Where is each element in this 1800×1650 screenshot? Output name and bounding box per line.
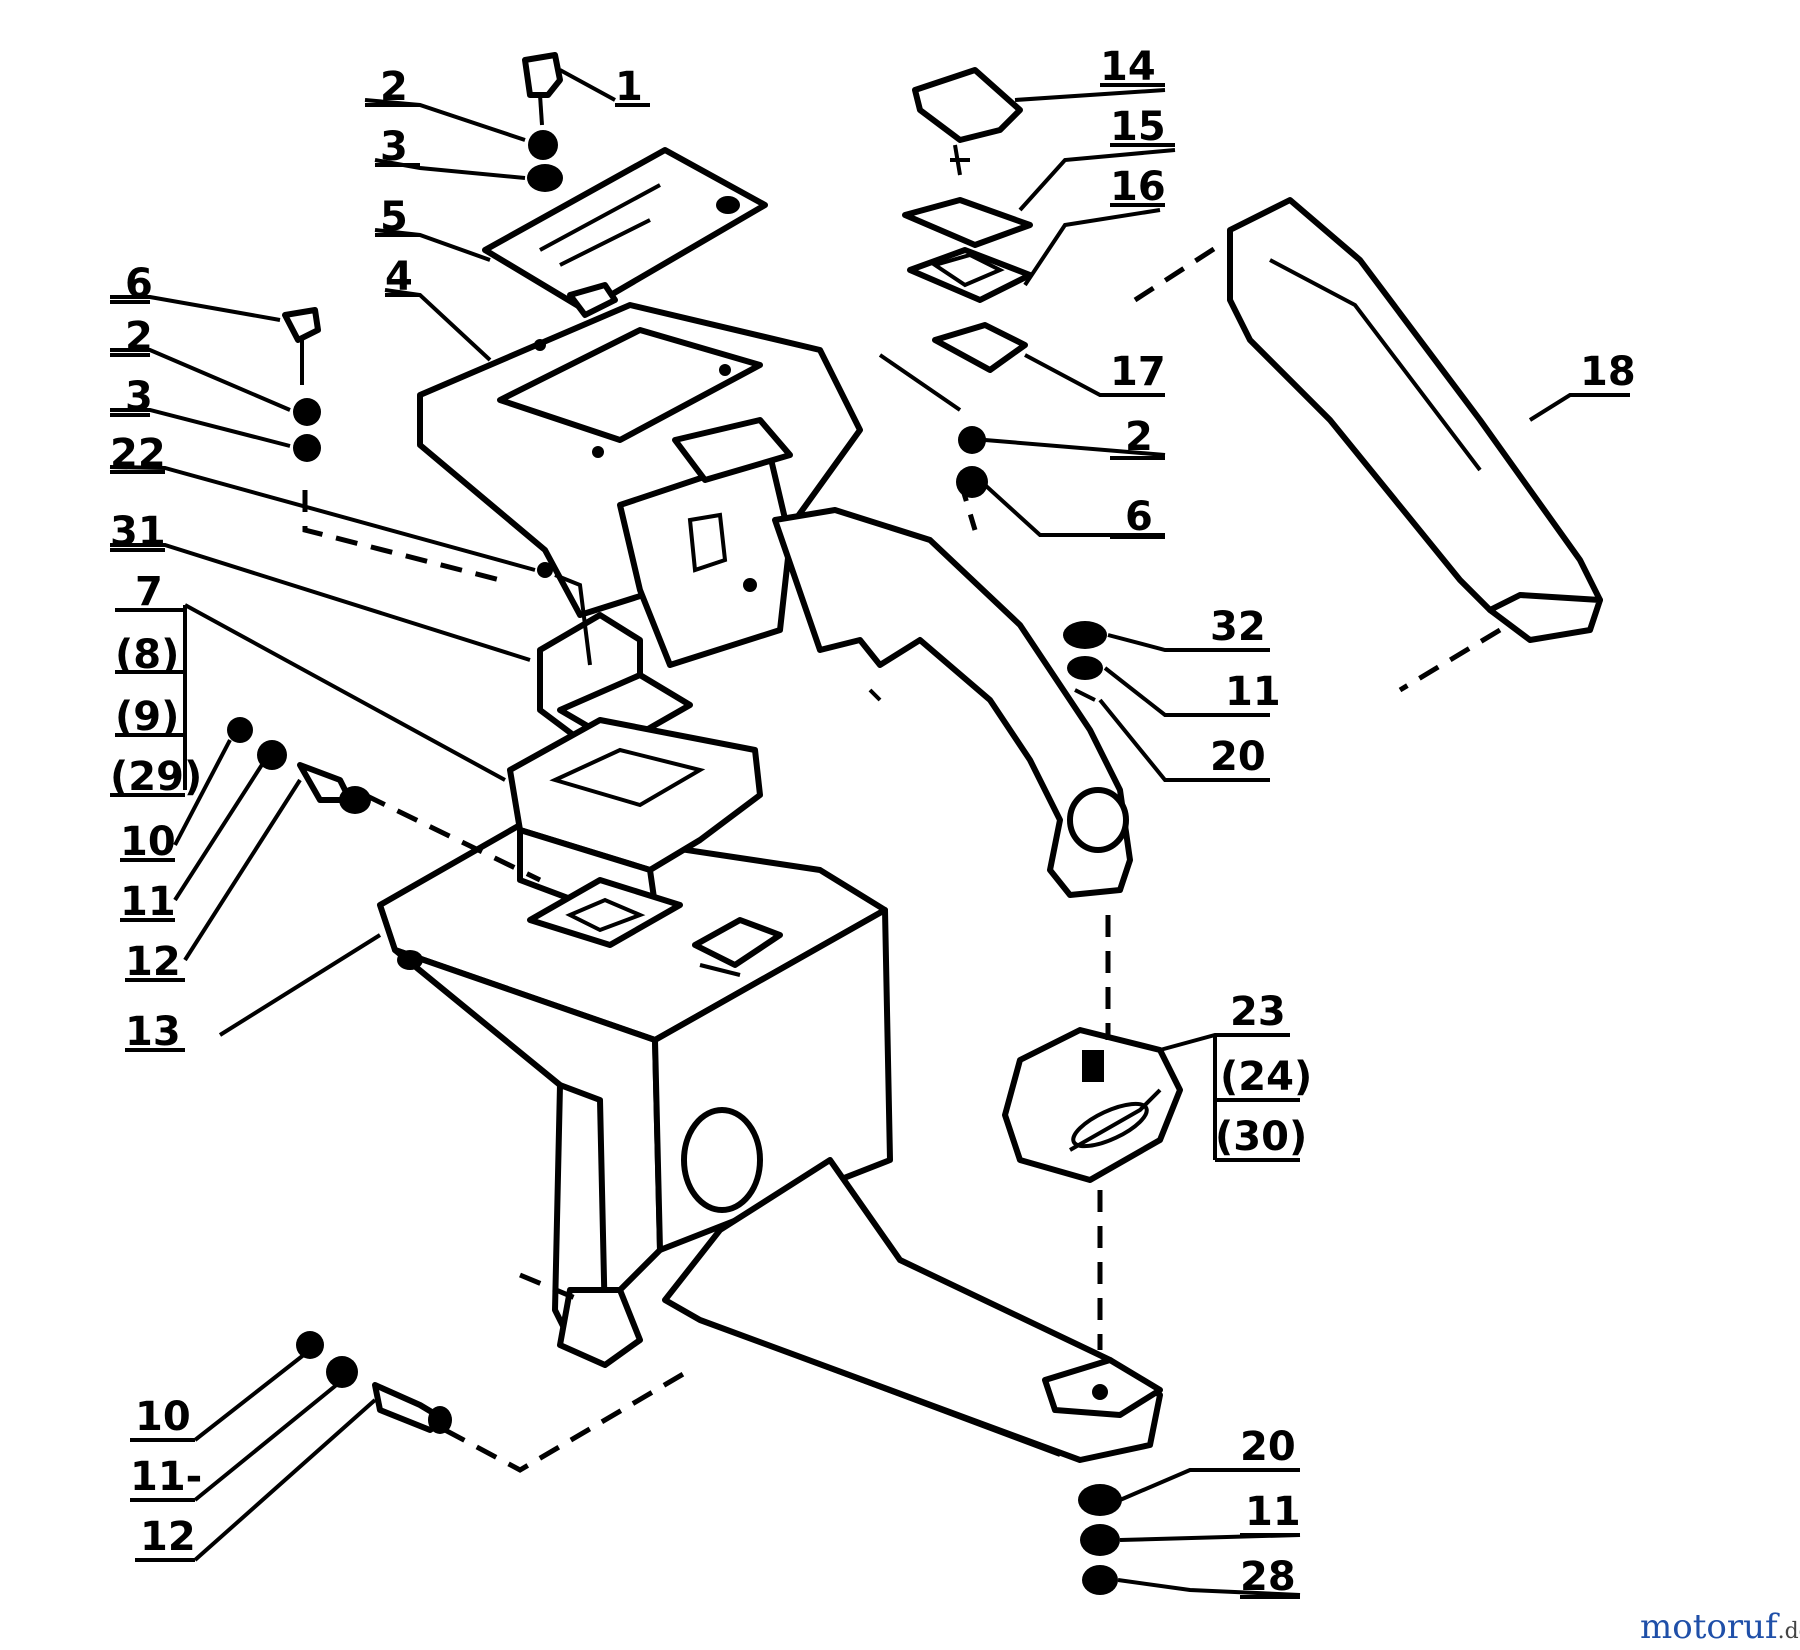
callout-11-right: 11 xyxy=(1225,669,1281,715)
callout-17: 17 xyxy=(1110,349,1166,395)
hardware xyxy=(227,52,1122,1595)
callout-28: 28 xyxy=(1240,1554,1296,1600)
lower-arm xyxy=(557,1157,1163,1463)
damper-block xyxy=(507,717,763,948)
callout-20-bottom: 20 xyxy=(1240,1424,1296,1470)
watermark-brand: motoruf xyxy=(1640,1607,1780,1647)
callout-29: (29) xyxy=(110,754,202,800)
watermark-logo: motoruf.de xyxy=(1640,1607,1800,1647)
callout-10-upper: 10 xyxy=(120,819,176,865)
callout-30: (30) xyxy=(1215,1114,1307,1160)
callout-2-top: 2 xyxy=(380,64,408,110)
svg-text:motoruf.de: motoruf.de xyxy=(1640,1607,1800,1647)
callout-13: 13 xyxy=(125,1009,181,1055)
callout-2-left: 2 xyxy=(125,314,153,360)
callout-2-right: 2 xyxy=(1125,414,1153,460)
callout-18: 18 xyxy=(1580,349,1636,395)
handle-bar xyxy=(772,507,1133,898)
callout-5: 5 xyxy=(380,194,408,240)
callout-32: 32 xyxy=(1210,604,1266,650)
cover-part xyxy=(1227,197,1603,643)
callout-14: 14 xyxy=(1100,44,1156,90)
damper-mount-23 xyxy=(1002,1027,1183,1183)
callout-labels: 1 2 3 5 4 6 2 3 22 31 7 (8) (9) (29) 10 … xyxy=(110,44,1636,1600)
alignment-lines xyxy=(302,242,1502,1473)
callout-underlines xyxy=(110,83,1630,1599)
callout-22: 22 xyxy=(110,431,166,477)
callout-6-left: 6 xyxy=(125,261,153,307)
watermark-suffix: .de xyxy=(1778,1619,1800,1644)
callout-11-lower: 11- xyxy=(130,1454,202,1500)
callout-4: 4 xyxy=(385,254,413,300)
callout-1: 1 xyxy=(615,64,643,110)
latch-parts xyxy=(902,67,1033,373)
callout-7: 7 xyxy=(135,569,163,615)
callout-12-upper: 12 xyxy=(125,939,181,985)
callout-15: 15 xyxy=(1110,104,1166,150)
callout-3-left: 3 xyxy=(125,374,153,420)
callout-9: (9) xyxy=(115,694,179,740)
callout-6-right: 6 xyxy=(1125,494,1153,540)
callout-24: (24) xyxy=(1220,1054,1312,1100)
callout-11-upper: 11 xyxy=(120,879,176,925)
callout-11-bottom: 11 xyxy=(1245,1489,1301,1535)
callout-23: 23 xyxy=(1230,989,1286,1035)
handle-carrier xyxy=(417,302,863,668)
decal-plate xyxy=(482,147,768,318)
callout-31: 31 xyxy=(110,509,166,555)
callout-16: 16 xyxy=(1110,164,1166,210)
callout-12-lower: 12 xyxy=(140,1514,196,1560)
callout-20-right: 20 xyxy=(1210,734,1266,780)
callout-10-lower: 10 xyxy=(135,1394,191,1440)
callout-3-top: 3 xyxy=(380,124,408,170)
